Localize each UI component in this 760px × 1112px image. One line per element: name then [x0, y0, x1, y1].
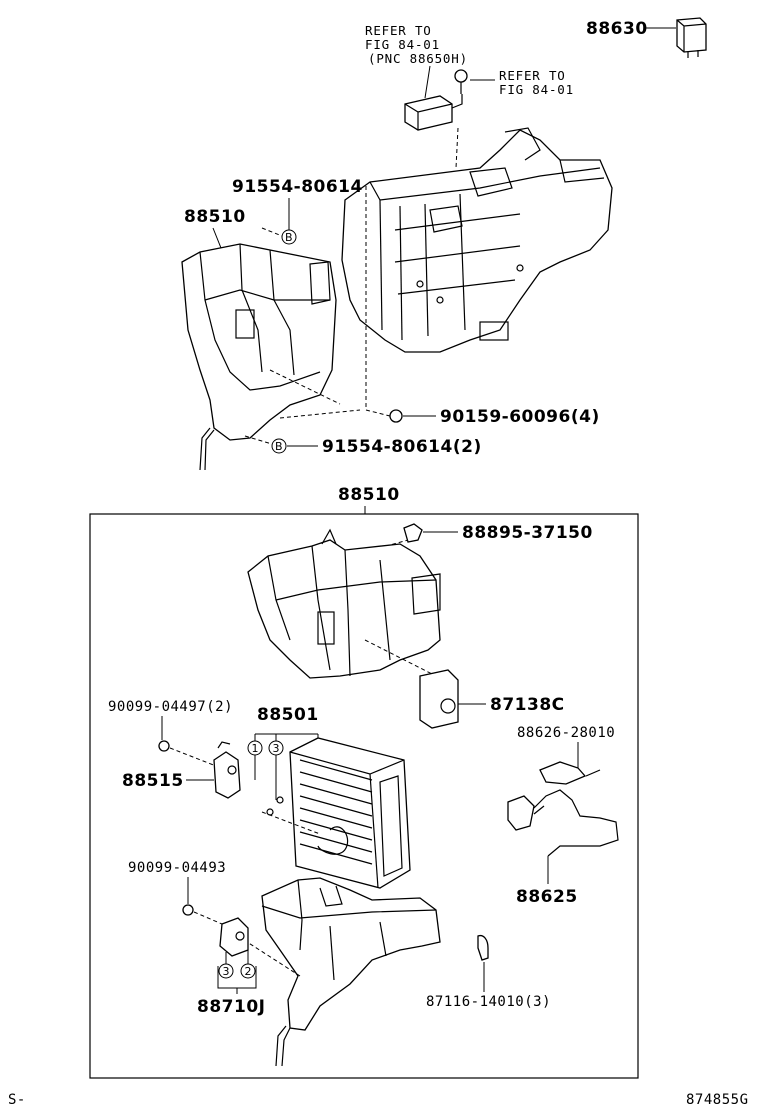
label-88630: 88630	[586, 19, 648, 39]
refer-note-2: REFER TO FIG 84-01	[454, 68, 574, 97]
clip-87116[interactable]	[477, 934, 489, 961]
svg-text:3: 3	[223, 965, 230, 978]
corner-label-left: S-	[8, 1092, 26, 1108]
label-87138c: 87138C	[490, 695, 565, 715]
callout-91554-80614: 91554-80614 B	[232, 177, 363, 245]
refer-note-1: REFER TO FIG 84-01 (PNC 88650H)	[365, 23, 468, 99]
label-90099-04493: 90099-04493	[128, 860, 226, 876]
svg-text:91554-80614(2): 91554-80614(2)	[322, 437, 482, 457]
label-88710j: 88710J	[197, 997, 265, 1017]
callout-3a: 3	[268, 740, 284, 756]
svg-text:3: 3	[273, 742, 280, 755]
label-88626: 88626-28010	[517, 725, 615, 741]
svg-text:FIG 84-01: FIG 84-01	[499, 82, 574, 97]
assembly-box	[89, 513, 639, 1079]
screw-90099-04493[interactable]	[182, 904, 194, 916]
callout-3b: 3	[218, 963, 234, 979]
actuator-88710j[interactable]	[219, 917, 249, 957]
harness-88625[interactable]	[507, 789, 619, 884]
svg-text:REFER TO: REFER TO	[499, 68, 566, 83]
label-88510-box: 88510	[338, 485, 400, 505]
label-87116: 87116-14010(3)	[426, 994, 551, 1010]
relay-88630[interactable]: 88630	[586, 17, 707, 58]
corner-label-right: 874855G	[686, 1092, 749, 1108]
svg-text:91554-80614: 91554-80614	[232, 177, 363, 197]
svg-text:REFER TO: REFER TO	[365, 23, 432, 38]
sensor-88515[interactable]	[213, 741, 241, 799]
callout-1: 1	[247, 740, 263, 756]
label-88625: 88625	[516, 887, 578, 907]
callout-2: 2	[240, 963, 256, 979]
clip-88895[interactable]	[403, 523, 458, 543]
bolt-90159[interactable]	[389, 409, 436, 423]
control-module[interactable]	[404, 94, 463, 131]
screw-90099-04497[interactable]	[158, 740, 170, 752]
label-88501: 88501	[257, 705, 319, 725]
svg-text:FIG 84-01: FIG 84-01	[365, 37, 440, 52]
label-90099-04497: 90099-04497(2)	[108, 699, 233, 715]
svg-text:88510: 88510	[184, 207, 246, 227]
label-88515: 88515	[122, 771, 184, 791]
heater-unit[interactable]	[341, 127, 613, 353]
unit-case-upper[interactable]	[247, 528, 441, 679]
svg-text:B: B	[285, 231, 293, 244]
callout-91554-80614-2: B 91554-80614(2)	[271, 437, 482, 457]
resistor-87138c[interactable]	[419, 669, 486, 729]
unit-case-lower[interactable]	[261, 877, 441, 1067]
label-90159: 90159-60096(4)	[440, 407, 600, 427]
cooling-unit-top[interactable]	[181, 243, 337, 471]
svg-text:(PNC 88650H): (PNC 88650H)	[368, 51, 468, 66]
svg-text:B: B	[275, 440, 283, 453]
harness-88626[interactable]	[539, 761, 601, 785]
svg-text:1: 1	[252, 742, 259, 755]
evaporator-88501[interactable]	[289, 737, 411, 889]
label-88895: 88895-37150	[462, 523, 593, 543]
svg-text:2: 2	[245, 965, 252, 978]
